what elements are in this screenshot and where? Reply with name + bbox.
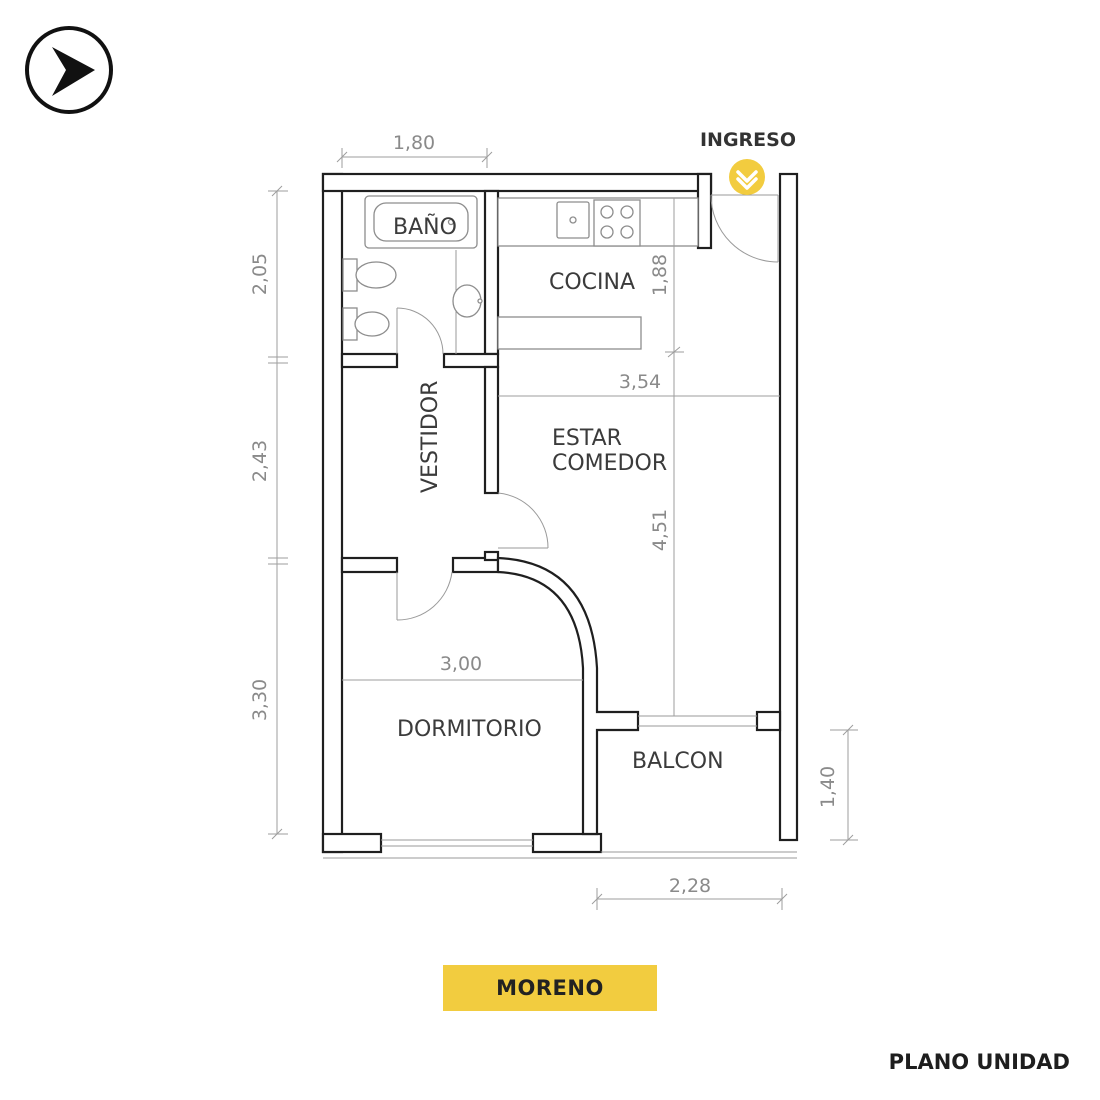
- dimension-lines: [268, 148, 858, 910]
- dim-living-width: 3,54: [619, 371, 661, 393]
- balcony-rail: [638, 715, 757, 727]
- chevron-down-icon: [729, 159, 765, 195]
- dim-kitchen-depth: 1,88: [649, 254, 671, 296]
- entrance-label: INGRESO: [700, 129, 796, 151]
- room-label-closet: VESTIDOR: [418, 381, 443, 493]
- dim-bedroom-height: 3,30: [249, 679, 271, 721]
- room-label-bath: BAÑO: [393, 213, 457, 240]
- street-name-badge: MORENO: [443, 965, 657, 1011]
- exterior-walls: [321, 172, 799, 859]
- kitchen-fixtures: [497, 197, 699, 350]
- room-label-living-2: COMEDOR: [552, 451, 667, 476]
- dim-balcony-depth: 1,40: [817, 766, 839, 808]
- entrance-marker: INGRESO: [700, 129, 796, 195]
- bathroom-fixtures: [342, 195, 483, 354]
- room-label-living-1: ESTAR: [552, 426, 622, 451]
- dim-bath-width: 1,80: [393, 132, 435, 154]
- plan-title: PLANO UNIDAD: [888, 1050, 1070, 1074]
- room-label-kitchen: COCINA: [549, 270, 635, 295]
- dim-bedroom-width: 3,00: [440, 653, 482, 675]
- room-labels: BAÑO COCINA VESTIDOR ESTAR COMEDOR DORMI…: [393, 213, 724, 774]
- street-name: MORENO: [496, 976, 604, 1000]
- dimension-labels: 1,80 2,05 2,43 3,30 1,88 3,54 4,51 3,00 …: [249, 132, 839, 897]
- dim-living-depth: 4,51: [649, 509, 671, 551]
- dim-bath-height: 2,05: [249, 253, 271, 295]
- interior-walls: [340, 189, 782, 836]
- door-swings: [396, 194, 779, 621]
- room-label-balcony: BALCON: [632, 749, 724, 774]
- room-label-bedroom: DORMITORIO: [397, 717, 542, 742]
- dim-closet-height: 2,43: [249, 440, 271, 482]
- dim-balcony-width: 2,28: [669, 875, 711, 897]
- compass-arrow-icon: [25, 26, 113, 114]
